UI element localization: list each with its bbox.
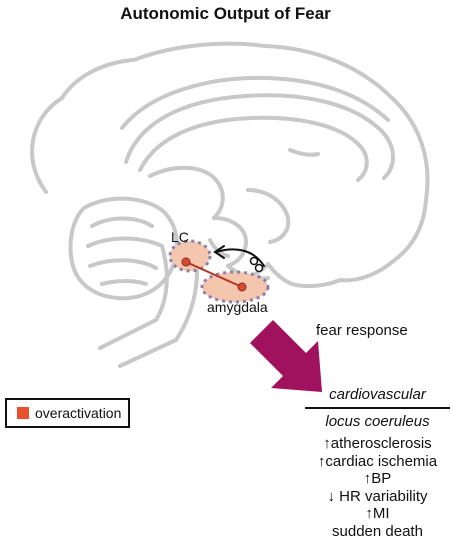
amygdala-node (238, 283, 246, 291)
amygdala-label: amygdala (207, 299, 268, 315)
effects-divider (305, 407, 450, 409)
effects-list: ↑atherosclerosis ↑cardiac ischemia ↑BP ↓… (305, 435, 450, 540)
up-arrow-icon: ↑ (365, 505, 373, 522)
up-arrow-icon: ↑ (323, 435, 331, 452)
legend-swatch (17, 407, 29, 419)
effect-item: ↑atherosclerosis (305, 435, 450, 453)
effect-item: ↑BP (305, 470, 450, 488)
effect-item: ↑MI (305, 505, 450, 523)
effect-item: ↑cardiac ischemia (305, 453, 450, 471)
amygdala-region (202, 272, 268, 302)
fear-response-label: fear response (316, 322, 408, 339)
down-right-arrow-icon (250, 320, 322, 392)
legend: overactivation (5, 398, 130, 428)
lc-label: LC (171, 229, 189, 245)
down-arrow-icon: ↓ (327, 488, 335, 505)
legend-label: overactivation (35, 405, 121, 421)
effects-category: cardiovascular (305, 385, 450, 404)
brain-outline (32, 44, 427, 366)
lc-region (170, 241, 210, 271)
effects-panel: cardiovascular locus coeruleus ↑atherosc… (305, 385, 450, 540)
lc-node (182, 258, 190, 266)
effect-item: ↓ HR variability (305, 488, 450, 506)
effect-item: sudden death (305, 523, 450, 540)
effects-region: locus coeruleus (305, 412, 450, 431)
